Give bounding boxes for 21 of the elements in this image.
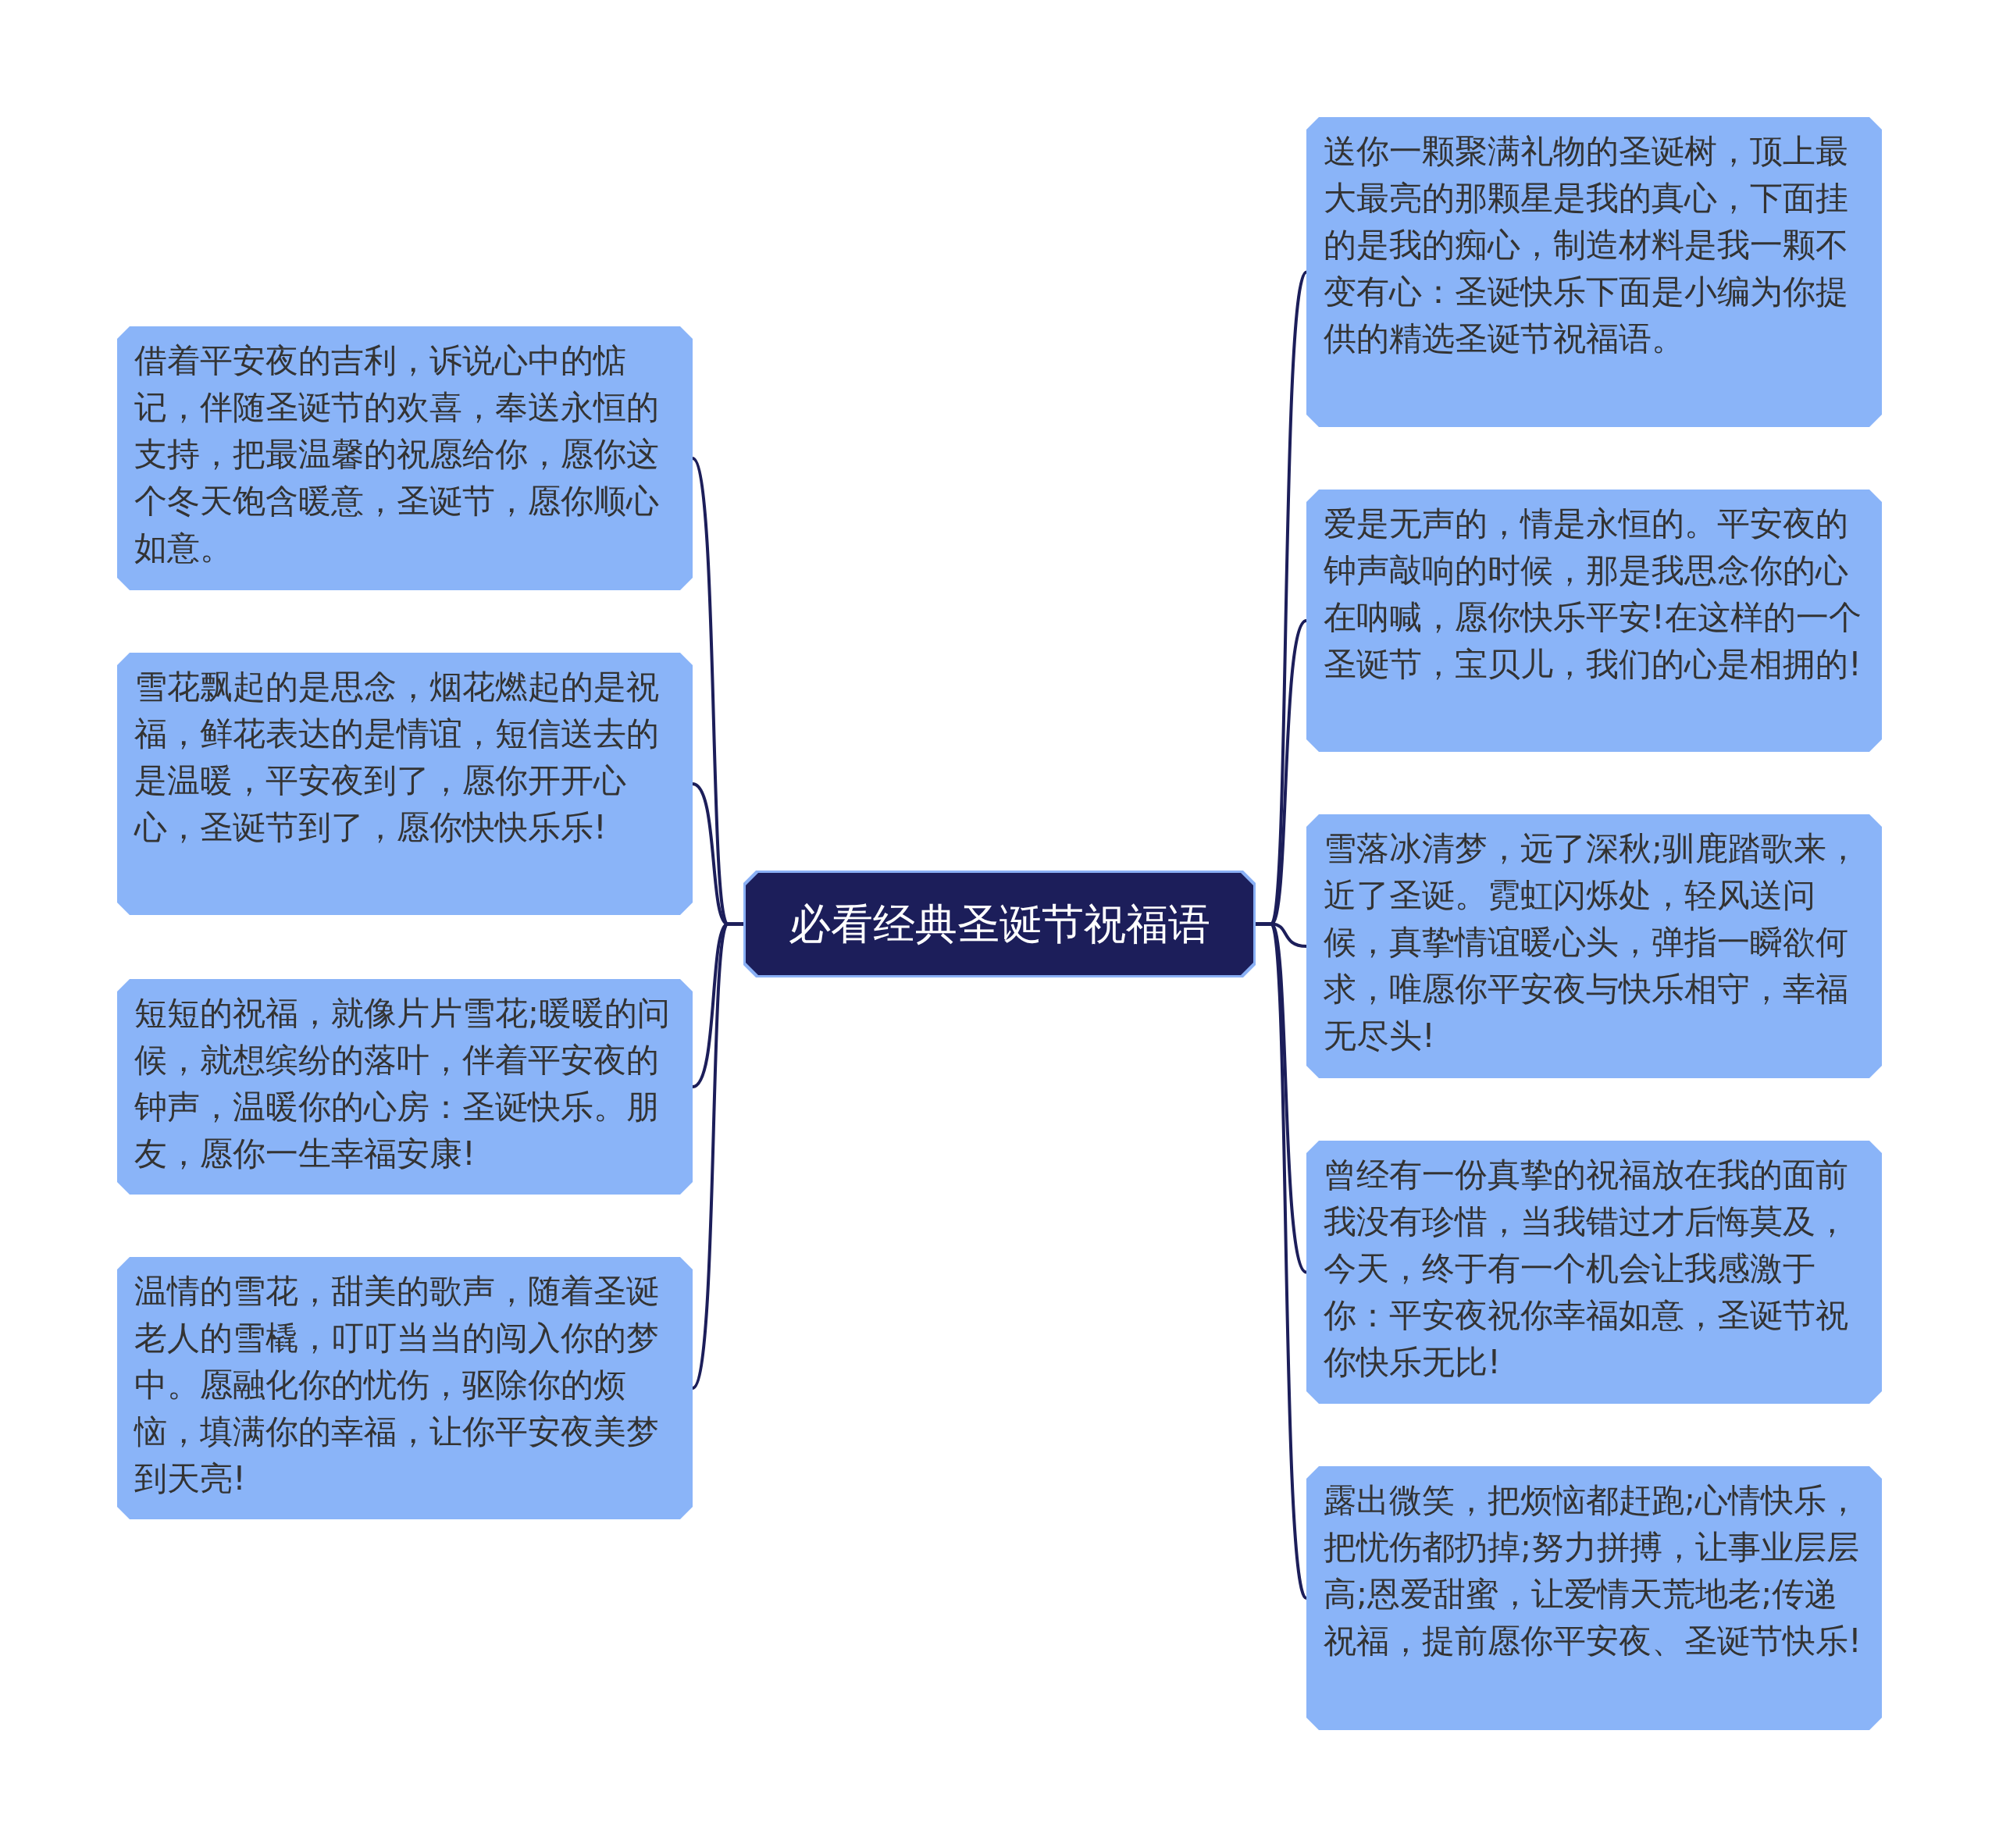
message-box	[1306, 1466, 1882, 1730]
connector-line	[1256, 922, 1308, 1599]
message-text: 雪落冰清梦，远了深秋;驯鹿踏歌来，近了圣诞。霓虹闪烁处，轻风送问候，真挚情谊暖心头，弹指一瞬欲何求，唯愿你平安夜与快乐相守，幸福无尽头!	[1324, 828, 1861, 1056]
message-box	[117, 1257, 693, 1519]
message-text: 温情的雪花，甜美的歌声，随着圣诞老人的雪橇，叮叮当当的闯入你的梦中。愿融化你的忧伤，驱除你的烦恼，填满你的幸福，让你平安夜美梦到天亮!	[134, 1271, 660, 1499]
message-text: 爱是无声的，情是永恒的。平安夜的钟声敲响的时候，那是我思念你的心在呐喊，愿你快乐平安!在这样的一个圣诞节，宝贝儿，我们的心是相拥的!	[1324, 504, 1862, 685]
message-text: 借着平安夜的吉利，诉说心中的惦记，伴随圣诞节的欢喜，奉送永恒的支持，把最温馨的祝愿给你，愿你这个冬天饱含暖意，圣诞节，愿你顺心如意。	[134, 340, 660, 568]
message-box	[1306, 1141, 1882, 1404]
message-box	[1306, 814, 1882, 1078]
message-box	[1306, 117, 1882, 427]
message-text: 露出微笑，把烦恼都赶跑;心情快乐，把忧伤都扔掉;努力拼搏，让事业层层高;恩爱甜蜜，让爱情天荒地老;传递祝福，提前愿你平安夜、圣诞节快乐!	[1324, 1480, 1862, 1661]
message-box	[117, 979, 693, 1195]
message-box	[117, 653, 693, 915]
message-box	[1306, 490, 1882, 752]
central-topic-box	[743, 871, 1256, 977]
message-text: 送你一颗聚满礼物的圣诞树，顶上最大最亮的那颗星是我的真心，下面挂的是我的痴心，制造材料是我一颗不变有心：圣诞快乐下面是小编为你提供的精选圣诞节祝福语。	[1324, 131, 1849, 359]
message-text: 短短的祝福，就像片片雪花;暖暖的问候，就想缤纷的落叶，伴着平安夜的钟声，温暖你的心房：圣诞快乐。朋友，愿你一生幸福安康!	[134, 993, 672, 1174]
central-topic-text: 必看经典圣诞节祝福语	[789, 899, 1210, 949]
message-box	[117, 326, 693, 590]
message-text: 曾经有一份真挚的祝福放在我的面前我没有珍惜，当我错过才后悔莫及，今天，终于有一个机会让我感激于你：平安夜祝你幸福如意，圣诞节祝你快乐无比!	[1324, 1155, 1849, 1383]
message-text: 雪花飘起的是思念，烟花燃起的是祝福，鲜花表达的是情谊，短信送去的是温暖，平安夜到了，愿你开开心心，圣诞节到了，愿你快快乐乐!	[134, 667, 660, 848]
